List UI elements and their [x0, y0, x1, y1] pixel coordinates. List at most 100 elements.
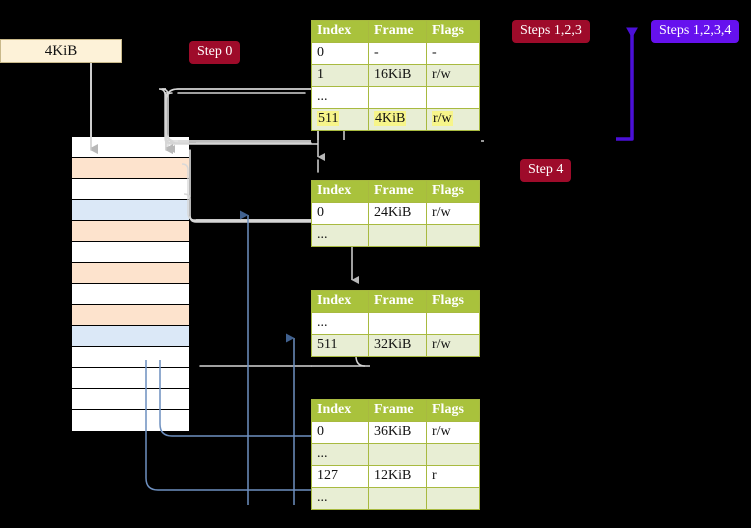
- cell-flags: r/w: [426, 334, 480, 357]
- memory-frame-row: [72, 158, 189, 179]
- memory-frame-row: [72, 263, 189, 284]
- column-header-frame: Frame: [368, 180, 427, 203]
- column-header-frame: Frame: [368, 290, 427, 313]
- cell-frame: 16KiB: [368, 64, 427, 87]
- step0-label: Step 0: [197, 44, 233, 59]
- column-header-flags: Flags: [426, 290, 480, 313]
- cell-flags: r/w: [426, 64, 480, 87]
- steps1234-chip: Steps 1,2,3,4: [651, 20, 740, 43]
- table-row: ...: [311, 224, 480, 247]
- cell-frame: 24KiB: [368, 202, 427, 225]
- memory-frame-row: [72, 326, 189, 347]
- table-row: ...: [311, 86, 480, 109]
- memory-frame-row: [72, 389, 189, 410]
- memory-frame-row: [72, 347, 189, 368]
- cell-flags: r/w: [426, 202, 480, 225]
- cell-index: 0: [311, 42, 369, 65]
- steps1234-label: Steps 1,2,3,4: [659, 23, 732, 38]
- cell-index: 511: [311, 108, 369, 131]
- cell-frame: 4KiB: [368, 108, 427, 131]
- memory-frame-row: [72, 137, 189, 158]
- cell-index: 0: [311, 421, 369, 444]
- cell-flags: r: [426, 465, 480, 488]
- cell-flags: r/w: [426, 108, 480, 131]
- cell-frame: 36KiB: [368, 421, 427, 444]
- memory-frame-row: [72, 305, 189, 326]
- cell-index: ...: [311, 443, 369, 466]
- table-row: ...: [311, 312, 480, 335]
- column-header-flags: Flags: [426, 399, 480, 422]
- cell-flags: [426, 487, 480, 510]
- cell-index: ...: [311, 487, 369, 510]
- memory-frame-row: [72, 179, 189, 200]
- cell-index: 1: [311, 64, 369, 87]
- table-row: 0--: [311, 42, 480, 65]
- cell-flags: [426, 86, 480, 109]
- cell-index: ...: [311, 224, 369, 247]
- cell-frame: 32KiB: [368, 334, 427, 357]
- memory-frame-row: [72, 284, 189, 305]
- cell-frame: [368, 224, 427, 247]
- physical-memory-column: [71, 136, 190, 432]
- cell-index: 127: [311, 465, 369, 488]
- step0-chip: Step 0: [189, 41, 241, 64]
- cell-frame: [368, 86, 427, 109]
- memory-frame-row: [72, 242, 189, 263]
- column-header-index: Index: [311, 399, 369, 422]
- cell-flags: r/w: [426, 421, 480, 444]
- column-header-frame: Frame: [368, 20, 427, 43]
- cell-flags: [426, 312, 480, 335]
- column-header-frame: Frame: [368, 399, 427, 422]
- steps123-label: Steps 1,2,3: [520, 23, 582, 38]
- column-header-index: Index: [311, 180, 369, 203]
- table-row: ...: [311, 487, 480, 510]
- memory-frame-row: [72, 368, 189, 389]
- cell-flags: [426, 443, 480, 466]
- cell-frame: [368, 443, 427, 466]
- steps123-chip: Steps 1,2,3: [512, 20, 590, 43]
- memory-frame-row: [72, 410, 189, 431]
- cell-frame: [368, 487, 427, 510]
- cell-frame: [368, 312, 427, 335]
- table-row: 511 4KiB r/w: [311, 108, 480, 131]
- column-header-index: Index: [311, 290, 369, 313]
- step4-label: Step 4: [528, 162, 564, 177]
- memory-frame-row: [72, 200, 189, 221]
- column-header-flags: Flags: [426, 180, 480, 203]
- highlighted-value: 511: [317, 111, 340, 126]
- table-row: ...: [311, 443, 480, 466]
- cell-index: ...: [311, 312, 369, 335]
- highlighted-value: 4KiB: [374, 111, 407, 126]
- cell-index: 0: [311, 202, 369, 225]
- memory-frame-row: [72, 221, 189, 242]
- highlighted-value: r/w: [432, 111, 453, 126]
- cell-index: ...: [311, 86, 369, 109]
- cell-frame: 12KiB: [368, 465, 427, 488]
- cell-flags: -: [426, 42, 480, 65]
- frame-4kib-box: 4KiB: [0, 39, 122, 63]
- column-header-index: Index: [311, 20, 369, 43]
- column-header-flags: Flags: [426, 20, 480, 43]
- cell-index: 511: [311, 334, 369, 357]
- frame-4kib-label: 4KiB: [44, 43, 78, 59]
- cell-flags: [426, 224, 480, 247]
- step4-chip: Step 4: [520, 159, 572, 182]
- cell-frame: -: [368, 42, 427, 65]
